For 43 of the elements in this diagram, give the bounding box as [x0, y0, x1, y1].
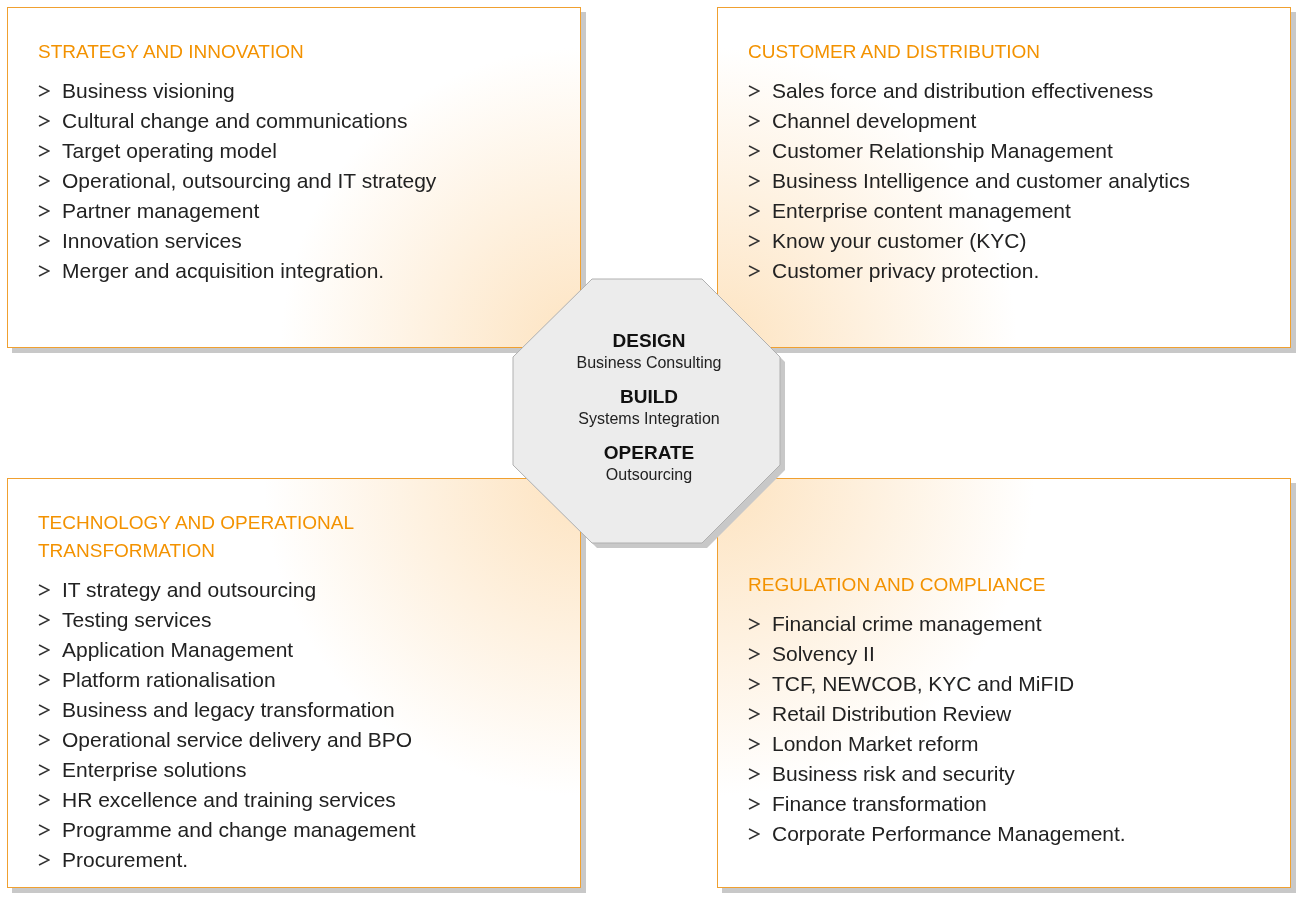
list-item: Partner management — [62, 199, 260, 223]
section-heading: STRATEGY AND INNOVATION — [38, 40, 305, 64]
list-item: HR excellence and training services — [62, 788, 396, 812]
list-item: IT strategy and outsourcing — [62, 578, 317, 602]
list-item: Enterprise content management — [772, 199, 1071, 223]
list-item: Business risk and security — [772, 762, 1015, 786]
list-item: Innovation services — [62, 229, 242, 253]
service-label: OPERATE — [602, 442, 696, 464]
list-item: Procurement. — [62, 848, 189, 872]
service-description: Business Consulting — [575, 354, 723, 372]
list-item: Financial crime management — [772, 612, 1042, 636]
list-item: Operational service delivery and BPO — [62, 728, 413, 752]
list-item: Corporate Performance Management. — [772, 822, 1126, 846]
list-item: Business and legacy transformation — [62, 698, 395, 722]
service-description: Outsourcing — [604, 466, 694, 484]
list-item: Target operating model — [62, 139, 277, 163]
list-item: Know your customer (KYC) — [772, 229, 1027, 253]
list-item: Business Intelligence and customer analytics — [772, 169, 1190, 193]
list-item: Enterprise solutions — [62, 758, 247, 782]
section-heading: CUSTOMER AND DISTRIBUTION — [748, 40, 1042, 64]
list-item: Finance transformation — [772, 792, 987, 816]
list-item: Application Management — [62, 638, 294, 662]
list-item: London Market reform — [772, 732, 979, 756]
list-item: Testing services — [62, 608, 212, 632]
list-item: Channel development — [772, 109, 977, 133]
section-heading: REGULATION AND COMPLIANCE — [748, 573, 1047, 597]
service-description: Systems Integration — [577, 410, 721, 428]
list-item: Customer Relationship Management — [772, 139, 1113, 163]
section-heading: TECHNOLOGY AND OPERATIONAL TRANSFORMATION — [38, 511, 355, 563]
list-item: Cultural change and communications — [62, 109, 408, 133]
list-item: Programme and change management — [62, 818, 416, 842]
list-item: Solvency II — [772, 642, 875, 666]
list-item: Sales force and distribution effectiveness — [772, 79, 1154, 103]
octagon-shape — [512, 278, 786, 550]
list-item: Operational, outsourcing and IT strategy — [62, 169, 437, 193]
service-label: BUILD — [618, 386, 680, 408]
list-item: Platform rationalisation — [62, 668, 276, 692]
list-item: Merger and acquisition integration. — [62, 259, 385, 283]
list-item: Business visioning — [62, 79, 235, 103]
list-item: Retail Distribution Review — [772, 702, 1012, 726]
service-label: DESIGN — [611, 330, 687, 352]
list-item: Customer privacy protection. — [772, 259, 1040, 283]
list-item: TCF, NEWCOB, KYC and MiFID — [772, 672, 1075, 696]
